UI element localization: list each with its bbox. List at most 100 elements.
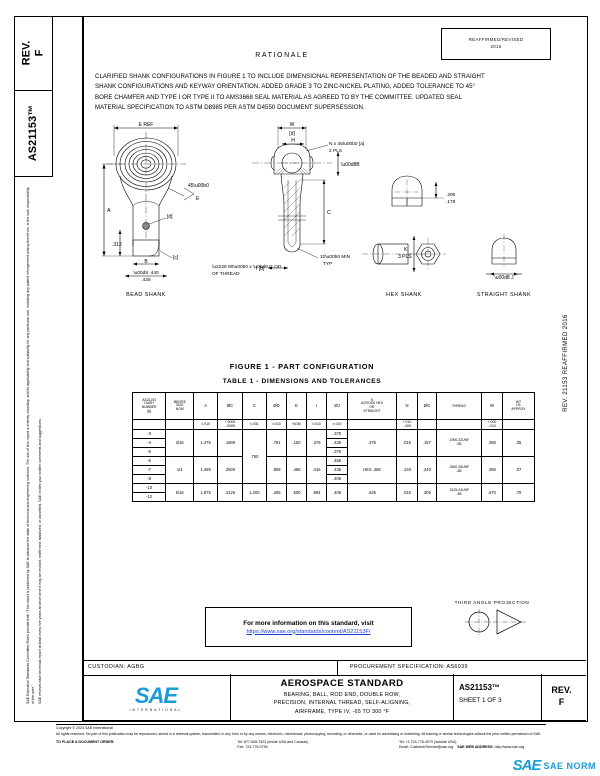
watermark-logo: SAE <box>512 757 542 774</box>
copyright-text: Copyright © 2024 SAE International <box>56 726 113 730</box>
tol-k <box>346 419 398 430</box>
tel-intl-label: Tel: <box>398 739 405 744</box>
col-header-thread: THREAD <box>435 392 483 420</box>
procurement-spec-text: PROCUREMENT SPECIFICATION: AS6039 <box>350 664 468 670</box>
footer: Copyright © 2024 SAE International All r… <box>56 726 546 750</box>
svg-text:W: W <box>290 122 295 128</box>
sae-logo-cell: SAE INTERNATIONAL <box>82 674 231 720</box>
tol-dash <box>131 419 167 430</box>
cell-i: .416 <box>305 456 328 484</box>
svg-text:[c]: [c] <box>173 255 179 261</box>
svg-text:\u00d8 .440: \u00d8 .440 <box>133 270 159 276</box>
footer-rights-text: All rights reserved. No part of this pub… <box>56 732 542 737</box>
svg-text:TYP: TYP <box>323 261 332 267</box>
web-value[interactable]: http://www.sae.org <box>494 745 525 750</box>
cell-bore: 3/16 <box>165 429 195 457</box>
cell-dash: -12 <box>131 492 167 502</box>
description-line-2: PRECISION, INTERNAL THREAD, SELF-ALIGNIN… <box>273 700 411 707</box>
cell-e: .500 <box>286 483 307 502</box>
svg-text:A: A <box>107 208 111 214</box>
cell-thread: .1900-32UNF-3B <box>435 429 483 457</box>
tol-j: ±.010 <box>326 419 348 430</box>
cell-a: 1.875 <box>193 483 218 502</box>
tol-g <box>416 419 437 430</box>
cell-thread: .3125-24UNF-3B <box>435 483 483 502</box>
cell-dash: -4 <box>131 438 167 448</box>
standard-title-cell: AEROSPACE STANDARD BEARING, BALL, ROD EN… <box>231 674 454 720</box>
cell-j: .435 <box>326 465 348 475</box>
svg-text:\u00d8 J: \u00d8 J <box>494 275 514 281</box>
cell-g: .240 <box>416 456 437 484</box>
fax-value: 724-776-0790 <box>245 745 268 750</box>
cell-n: .240 <box>396 456 418 484</box>
cell-g: .157 <box>416 429 437 457</box>
revision-value: F <box>558 697 565 708</box>
margin-doc-box: AS21153™ <box>14 90 53 177</box>
footer-contact-row: TO PLACE A DOCUMENT ORDER: Tel: 877-606-… <box>56 740 546 745</box>
spacer-cell <box>56 745 237 750</box>
sae-logo-subtitle: INTERNATIONAL <box>129 707 183 712</box>
cell-d: .265 <box>265 483 288 502</box>
col-header-j: ØJ <box>326 392 348 420</box>
col-header-w: W <box>481 392 503 420</box>
standard-type-label: AEROSPACE STANDARD <box>280 678 404 689</box>
document-number: AS21153™ <box>459 683 500 692</box>
svg-text:.428: .428 <box>141 277 151 283</box>
cell-w: .350 <box>481 456 503 484</box>
cell-d: .781 <box>265 429 288 457</box>
cell-k: .375 <box>346 429 398 457</box>
margin-rev-value: F <box>33 49 45 57</box>
col-header-b: ØC <box>217 392 243 420</box>
svg-text:C: C <box>327 210 331 216</box>
revision-label: REV. <box>551 685 572 695</box>
tel-us-value: 877-606-7323 (inside USA and Canada) <box>243 739 308 744</box>
margin-legal-notice: SAE Executive Standards Committee Rules … <box>16 184 50 714</box>
table-row: -12 <box>131 492 535 502</box>
svg-text:STRAIGHT SHANK: STRAIGHT SHANK <box>477 292 531 298</box>
table-title: TABLE 1 - DIMENSIONS AND TOLERANCES <box>222 378 382 385</box>
title-block-row-2: SAE INTERNATIONAL AEROSPACE STANDARD BEA… <box>82 674 586 721</box>
legal-paragraph-1: SAE Executive Standards Committee Rules … <box>26 187 35 704</box>
svg-text:.312: .312 <box>112 242 122 248</box>
table-row: -3 3/16 1.375 .1900 .760 .781 .150 .376 … <box>131 429 536 484</box>
sae-logo: SAE <box>134 682 178 708</box>
cell-j: .406 <box>326 483 348 502</box>
third-angle-projection: THIRD ANGLE PROJECTION <box>437 600 547 648</box>
description-line-3: AIRFRAME, TYPE IV, -65 TO 300 °F <box>294 708 390 715</box>
col-header-n: N <box>396 392 418 420</box>
fax-label: Fax: <box>237 745 245 750</box>
drawing-frame-border <box>82 16 588 720</box>
order-label: TO PLACE A DOCUMENT ORDER: <box>56 739 115 744</box>
table-body: ±.010 +.0000-.0005 ±.031 ±.010 NOM ±.010… <box>131 419 536 502</box>
svg-text:I [b]: I [b] <box>256 266 265 272</box>
col-header-i: I <box>305 392 328 420</box>
projection-label: THIRD ANGLE PROJECTION <box>454 600 530 605</box>
tol-i: ±.010 <box>305 419 328 430</box>
tol-b: +.0000-.0005 <box>217 419 243 430</box>
tel-intl-value: +1 724-776-4970 (outside USA) <box>405 739 457 744</box>
rationale-heading: RATIONALE <box>255 52 309 59</box>
email-label: Email: <box>398 745 409 750</box>
svg-text:3 PLS: 3 PLS <box>398 254 412 260</box>
tol-a: ±.010 <box>193 419 218 430</box>
sae-norm-watermark: SAE SAE NORM <box>513 757 596 774</box>
svg-text:[d]: [d] <box>289 131 295 137</box>
email-value: CustomerService@sae.org <box>409 745 454 750</box>
title-block-row-1: CUSTODIAN: AGBG PROCUREMENT SPECIFICATIO… <box>82 660 586 676</box>
cell-dash: -6 <box>131 456 167 466</box>
tol-bore <box>165 419 195 430</box>
svg-text:[d]: [d] <box>167 214 173 220</box>
cell-j: .456 <box>326 456 348 466</box>
cell-bore: 1/4 <box>165 456 195 484</box>
col-header-c: C <box>241 392 267 420</box>
svg-text:\u2228 90\u00b0 x \u00d8 G OD: \u2228 90\u00b0 x \u00d8 G OD <box>212 264 282 270</box>
standard-url-link[interactable]: https://www.sae.org/standards/content/AS… <box>246 628 371 635</box>
tol-thread <box>435 419 483 430</box>
tolerance-row: ±.010 +.0000-.0005 ±.031 ±.010 NOM ±.010… <box>131 419 536 430</box>
cell-d: .808 <box>265 456 288 484</box>
